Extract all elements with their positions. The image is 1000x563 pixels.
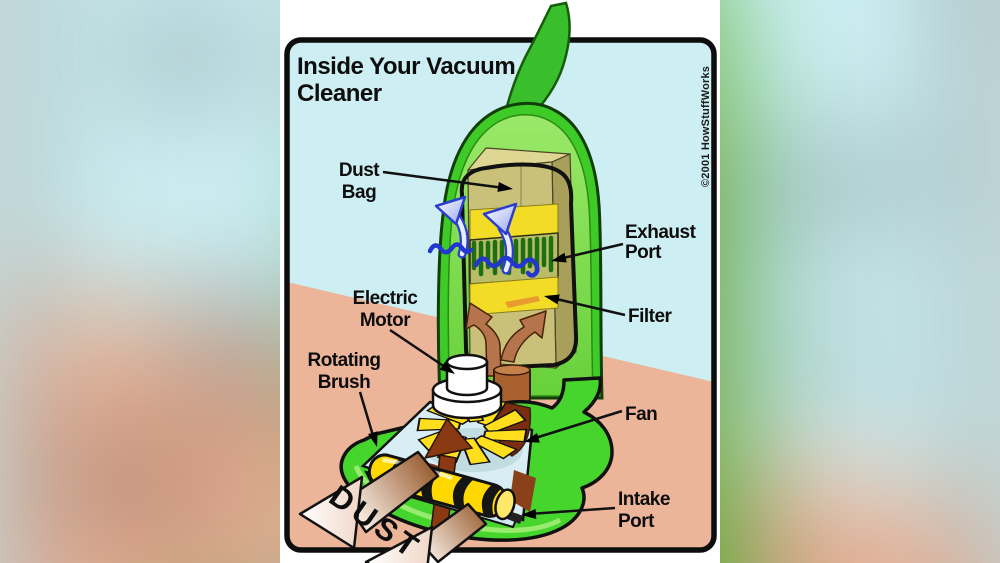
label-rotating-brush-line1: Rotating xyxy=(61,436,227,484)
vacuum-diagram: Inside Your Vacuum Cleaner ©2001 HowStuf… xyxy=(280,0,720,563)
label-fan: Fan xyxy=(625,404,657,425)
label-electric-motor-line2: Motor xyxy=(360,310,411,331)
floor-background xyxy=(14,282,988,563)
label-intake-port-line1: Intake xyxy=(618,489,670,510)
underbrush-shadow-right xyxy=(510,470,536,512)
label-electric-motor-line2: Motor xyxy=(181,345,297,393)
card-border xyxy=(8,0,995,563)
label-fan: Fan xyxy=(785,559,859,563)
diagram-panel: Inside Your Vacuum Cleaner ©2001 HowStuf… xyxy=(280,0,720,563)
label-dust-bag-line1: Dust xyxy=(133,3,225,51)
copyright-credit: ©2001 HowStuffWorks xyxy=(955,0,983,66)
label-rotating-brush-line1: Rotating xyxy=(307,350,380,371)
label-exhaust-port-line2: Port xyxy=(625,242,662,263)
page-title-line2: Cleaner xyxy=(297,80,382,107)
airflow-y-arrow xyxy=(465,302,547,377)
copyright-credit: ©2001 HowStuffWorks xyxy=(700,66,712,187)
card-border xyxy=(284,37,717,553)
page-title-line1: Inside Your Vacuum xyxy=(297,53,515,80)
label-electric-motor-line1: Electric xyxy=(353,288,419,309)
exhaust-air-arrows xyxy=(427,195,540,278)
label-exhaust-port-line2: Port xyxy=(785,190,868,238)
exhaust-squiggle-left xyxy=(427,242,474,255)
label-pointers xyxy=(358,170,626,520)
dust-arrows xyxy=(298,450,488,563)
label-exhaust-port-line1: Exhaust xyxy=(625,222,697,243)
label-exhaust-port-line1: Exhaust xyxy=(785,144,946,192)
filter-fold-highlight xyxy=(505,296,540,308)
air-duct-top xyxy=(493,364,531,376)
electric-motor-art xyxy=(431,353,503,420)
label-intake-port-line2: Port xyxy=(618,511,655,532)
label-dust-bag-line2: Bag xyxy=(342,182,376,203)
label-rotating-brush-line2: Brush xyxy=(318,372,370,393)
label-filter: Filter xyxy=(792,336,892,384)
exhaust-squiggle-right xyxy=(473,255,540,278)
label-filter: Filter xyxy=(628,306,673,327)
label-rotating-brush-line2: Brush xyxy=(85,486,204,534)
label-dust-bag-line1: Dust xyxy=(339,160,380,181)
label-dust-bag-line2: Bag xyxy=(139,53,217,101)
